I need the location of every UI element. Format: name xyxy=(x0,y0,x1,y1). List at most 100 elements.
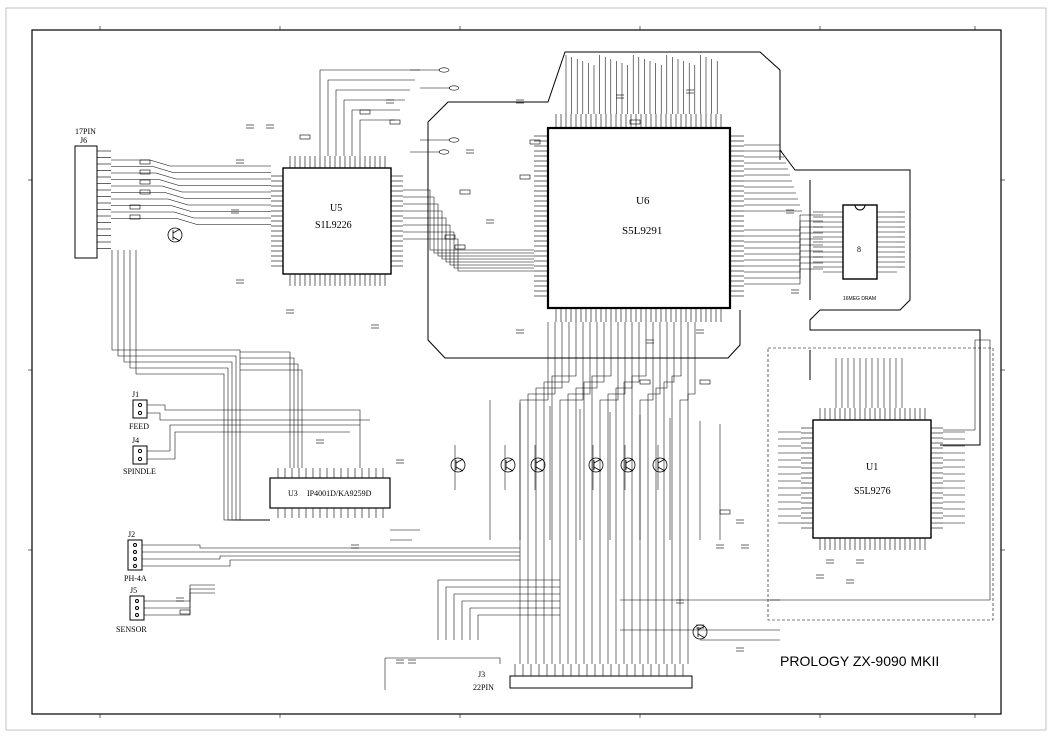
test-point xyxy=(438,149,450,155)
j5-ref: J5 xyxy=(130,586,137,595)
wire xyxy=(744,250,823,267)
transistors xyxy=(167,227,708,640)
u3-chip: U3 IP4001D/KA9259D xyxy=(269,468,391,518)
test-point xyxy=(448,85,460,91)
resistor xyxy=(299,134,311,140)
u5-chip: U5 S1L9226 xyxy=(271,156,403,286)
wire xyxy=(111,166,271,173)
j1-name: FEED xyxy=(129,422,149,431)
wire xyxy=(142,544,520,549)
resistor xyxy=(719,509,731,515)
wire xyxy=(111,185,271,193)
wire xyxy=(142,555,520,560)
j1-ref: J1 xyxy=(132,390,139,399)
transistor-collector xyxy=(455,458,464,464)
resistor xyxy=(139,159,151,165)
transistor-emitter xyxy=(625,466,634,472)
test-point xyxy=(448,137,460,143)
passive-components xyxy=(129,89,864,664)
border-ticks xyxy=(28,26,1005,718)
transistor xyxy=(530,457,546,473)
wire xyxy=(240,363,299,468)
transistor-collector xyxy=(505,458,514,464)
transistor-collector xyxy=(657,458,666,464)
wire xyxy=(744,238,823,255)
wire xyxy=(527,322,556,664)
wire xyxy=(583,322,605,664)
wire xyxy=(744,262,823,279)
wire xyxy=(147,431,350,460)
wire xyxy=(240,351,291,468)
j3-pins-label: 22PIN xyxy=(473,683,494,692)
u5-ref: U5 xyxy=(330,203,342,214)
resistor xyxy=(459,189,471,195)
wire xyxy=(551,322,577,664)
wire xyxy=(403,217,534,263)
wire xyxy=(343,99,405,156)
u1-chip: U1 S5L9276 xyxy=(801,408,943,550)
wire xyxy=(663,322,675,664)
j2-name: PH-4A xyxy=(124,574,147,583)
transistor xyxy=(652,457,668,473)
bus-outline xyxy=(427,51,981,446)
wire xyxy=(403,189,534,251)
wire xyxy=(535,322,563,664)
j1-connector: J1 FEED xyxy=(129,390,149,431)
transistor-collector xyxy=(172,228,181,234)
wire xyxy=(461,600,560,640)
wire xyxy=(111,172,271,180)
wire xyxy=(111,159,271,167)
resistor xyxy=(699,379,711,385)
transistor-collector xyxy=(625,458,634,464)
wire xyxy=(319,69,420,156)
resistor xyxy=(519,174,531,180)
dram-ref: 8 xyxy=(857,245,861,254)
j5-name: SENSOR xyxy=(116,625,147,634)
wire xyxy=(240,369,303,468)
sheet-frame xyxy=(5,7,1047,731)
resistor xyxy=(529,139,541,145)
transistor xyxy=(167,227,183,243)
wire xyxy=(111,218,271,225)
j6-pins-label: 17PIN xyxy=(75,127,96,136)
resistor xyxy=(139,169,151,175)
wire xyxy=(453,593,560,640)
wire xyxy=(599,322,619,664)
wire xyxy=(770,339,991,601)
wire xyxy=(591,322,612,664)
wire xyxy=(631,322,647,664)
wire xyxy=(477,614,560,640)
resistor xyxy=(139,189,151,195)
transistor-emitter xyxy=(657,466,666,472)
wire xyxy=(111,179,271,186)
wire xyxy=(327,79,415,156)
dram-chip: 8 16MEG DRAM xyxy=(823,204,897,302)
wire xyxy=(123,250,270,521)
transistor-emitter xyxy=(172,236,181,242)
wire xyxy=(403,231,534,269)
wire xyxy=(655,322,668,664)
wire xyxy=(111,211,271,219)
wire xyxy=(744,220,823,237)
wire xyxy=(111,192,271,199)
wire xyxy=(359,119,395,156)
j3-ref: J3 xyxy=(478,670,485,679)
wire xyxy=(351,109,400,156)
test-point xyxy=(438,67,450,73)
resistor xyxy=(129,204,141,210)
wire xyxy=(607,322,626,664)
wire xyxy=(147,412,370,421)
wire xyxy=(335,89,410,156)
u6-part: S5L9291 xyxy=(622,225,662,237)
wire xyxy=(559,322,584,664)
wire xyxy=(111,250,270,521)
wire xyxy=(135,250,270,521)
j4-connector: J4 SPINDLE xyxy=(123,436,156,476)
j6-ref: J6 xyxy=(80,136,87,145)
wire xyxy=(575,322,598,664)
resistor xyxy=(389,119,401,125)
transistor xyxy=(692,624,708,640)
wire xyxy=(744,256,823,273)
wire xyxy=(744,214,823,231)
